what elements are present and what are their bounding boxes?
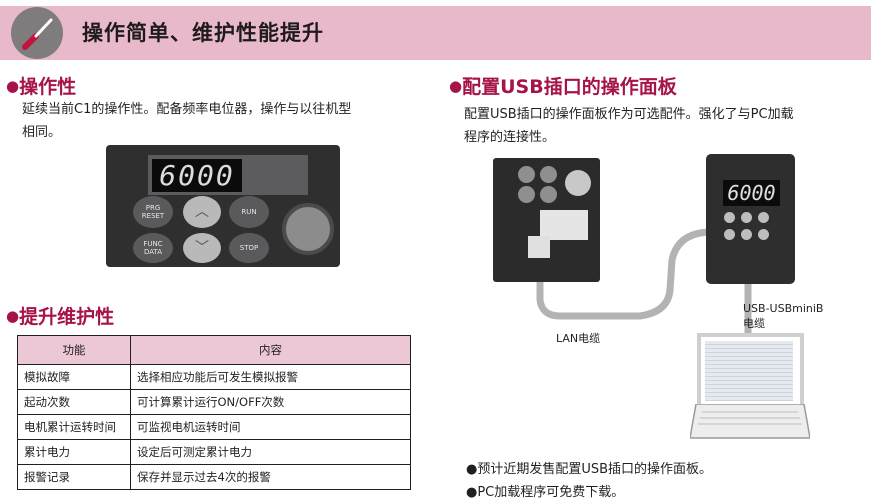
table-cell: 设定后可测定累计电力 <box>130 439 411 465</box>
section-title-maintenance: ●提升维护性 <box>6 306 115 328</box>
module-button <box>724 212 735 223</box>
module-button <box>724 229 735 240</box>
frequency-potentiometer-knob[interactable] <box>282 203 334 255</box>
usb-panel-display: 6000 <box>723 180 780 206</box>
module-button <box>741 229 752 240</box>
section-title-usb-panel: ●配置USB插口的操作面板 <box>449 76 677 98</box>
board-knob <box>565 170 591 196</box>
table-row: 报警记录 保存并显示过去4次的报警 <box>17 464 411 490</box>
usb-panel-description: 配置USB插口的操作面板作为可选配件。强化了与PC加载 程序的连接性。 <box>464 103 794 149</box>
stop-label: STOP <box>239 244 259 252</box>
usb-text-line1: 配置USB插口的操作面板作为可选配件。强化了与PC加载 <box>464 107 794 122</box>
panel-display: 6000 <box>152 159 242 192</box>
board-button <box>518 166 535 183</box>
module-button <box>758 212 769 223</box>
run-button[interactable]: RUN <box>229 196 269 228</box>
laptop-screen <box>697 333 804 411</box>
module-button <box>741 212 752 223</box>
table-header-content: 内容 <box>130 335 411 365</box>
table-cell: 模拟故障 <box>17 364 131 390</box>
usb-panel-title: 配置USB插口的操作面板 <box>462 76 677 98</box>
usb-cable-label-line2: 电缆 <box>743 317 765 330</box>
table-cell: 可计算累计运行ON/OFF次数 <box>130 389 411 415</box>
screwdriver-icon <box>22 18 53 50</box>
module-button <box>758 229 769 240</box>
maintenance-title: 提升维护性 <box>19 306 115 328</box>
table-row: 模拟故障 选择相应功能后可发生模拟报警 <box>17 364 411 390</box>
down-button[interactable]: ﹀ <box>183 233 221 263</box>
lan-cable-label: LAN电缆 <box>556 332 601 345</box>
table-cell: 报警记录 <box>17 464 131 490</box>
chevron-up-icon: ︿ <box>195 204 209 220</box>
reset-label: RESET <box>141 212 165 220</box>
board-button <box>540 186 557 203</box>
usb-text-line2: 程序的连接性。 <box>464 130 556 145</box>
maintenance-table: 功能 内容 模拟故障 选择相应功能后可发生模拟报警 起动次数 可计算累计运行ON… <box>17 335 411 490</box>
laptop-keyboard <box>690 404 810 439</box>
func-label: FUNC <box>143 240 163 248</box>
table-cell: 保存并显示过去4次的报警 <box>130 464 411 490</box>
usb-cable-label-line1: USB-USBminiB <box>743 302 824 315</box>
bullet-item: ●预计近期发售配置USB插口的操作面板。 <box>466 462 713 477</box>
table-cell: 累计电力 <box>17 439 131 465</box>
run-label: RUN <box>241 208 257 216</box>
operability-description: 延续当前C1的操作性。配备频率电位器，操作与以往机型 相同。 <box>22 98 351 144</box>
prg-label: PRG <box>145 204 161 212</box>
table-header-row: 功能 内容 <box>17 335 411 365</box>
page-title: 操作简单、维护性能提升 <box>82 21 324 45</box>
lan-connector <box>528 236 550 258</box>
loader-software-window <box>705 341 793 401</box>
usb-cable-label: USB-USBminiB 电缆 <box>743 302 823 331</box>
table-header-function: 功能 <box>17 335 131 365</box>
operability-text-line2: 相同。 <box>22 125 62 140</box>
table-row: 累计电力 设定后可测定累计电力 <box>17 439 411 465</box>
section-title-operability: ●操作性 <box>6 76 77 98</box>
table-cell: 选择相应功能后可发生模拟报警 <box>130 364 411 390</box>
table-cell: 起动次数 <box>17 389 131 415</box>
data-label: DATA <box>143 248 163 256</box>
stop-button[interactable]: STOP <box>229 233 269 263</box>
chevron-down-icon: ﹀ <box>195 240 209 256</box>
board-button <box>518 186 535 203</box>
terminal-block <box>540 210 588 240</box>
bullet-item: ●PC加载程序可免费下载。 <box>466 485 625 500</box>
up-button[interactable]: ︿ <box>183 196 221 228</box>
board-button <box>540 166 557 183</box>
table-row: 起动次数 可计算累计运行ON/OFF次数 <box>17 389 411 415</box>
header-banner <box>0 6 871 60</box>
operability-title: 操作性 <box>19 76 77 98</box>
operability-text-line1: 延续当前C1的操作性。配备频率电位器，操作与以往机型 <box>22 102 352 117</box>
banner-icon-badge <box>11 7 63 59</box>
